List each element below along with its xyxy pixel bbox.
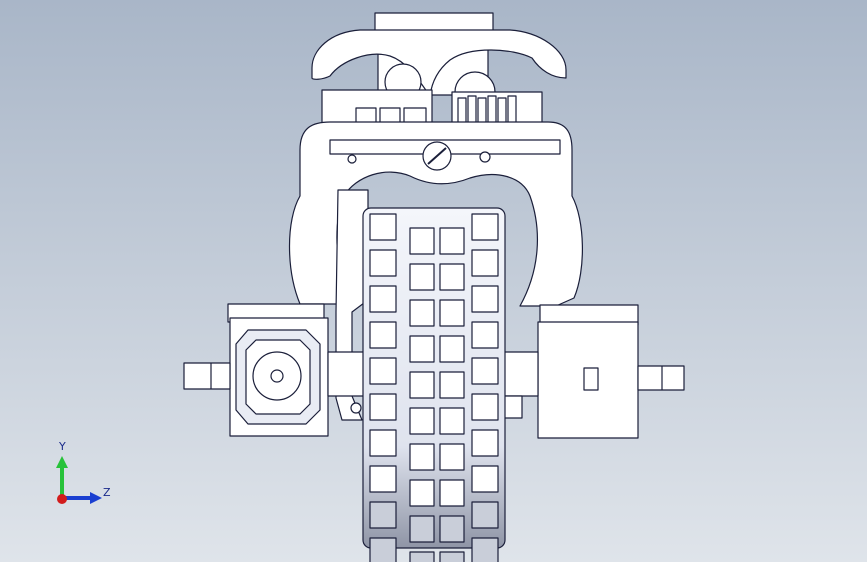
tread-block [409,443,435,471]
tread-block [369,213,397,241]
tread-block [369,321,397,349]
tread-block [409,551,435,562]
y-axis-arrowhead [56,456,68,468]
tread-block [471,429,499,457]
tread-block [439,515,465,543]
tread-block [369,249,397,277]
tread-block [471,357,499,385]
tread-block [439,299,465,327]
tread-block [471,537,499,562]
left-axle-coupler [327,351,365,397]
tread-block [439,407,465,435]
tread-block [369,537,397,562]
tread-block [439,479,465,507]
tread-block [471,393,499,421]
top-arch-bracket [311,29,567,97]
tread-block [409,371,435,399]
x-axis-dot [57,494,67,504]
side-screw [347,154,357,164]
tread-block [409,407,435,435]
tread-block [369,429,397,457]
right-axle-coupler [499,351,539,397]
tread-block [439,371,465,399]
tread-block [369,285,397,313]
left-motor-shaft [270,369,284,383]
orientation-triad[interactable] [56,456,102,504]
left-axle-stub [183,362,231,390]
tread-block [409,299,435,327]
tread-block [439,263,465,291]
right-axle-stub [637,365,685,391]
tread-block [439,335,465,363]
tread-block [369,357,397,385]
tread-block [439,227,465,255]
z-axis-label: Z [103,486,111,499]
tread-block [409,479,435,507]
tread-block [369,465,397,493]
y-axis-label: Y [59,440,66,453]
tread-block [409,515,435,543]
tread-block [409,227,435,255]
tread-block [439,443,465,471]
tread-block [471,249,499,277]
tread-block [409,335,435,363]
top-ring-screw [479,151,491,163]
z-axis-arrowhead [90,492,102,504]
tread-block [471,285,499,313]
bracket-screw [350,402,362,414]
tread-block [471,465,499,493]
robot-wheel-assembly[interactable] [183,12,685,562]
tread-block [369,501,397,529]
tread-block [471,321,499,349]
tread-block [439,551,465,562]
tire-tread [369,213,499,562]
tread-block [471,213,499,241]
right-motor-indicator [583,367,599,391]
center-screw-slot [427,147,447,165]
tread-block [369,393,397,421]
tread-block [471,501,499,529]
tread-block [409,263,435,291]
